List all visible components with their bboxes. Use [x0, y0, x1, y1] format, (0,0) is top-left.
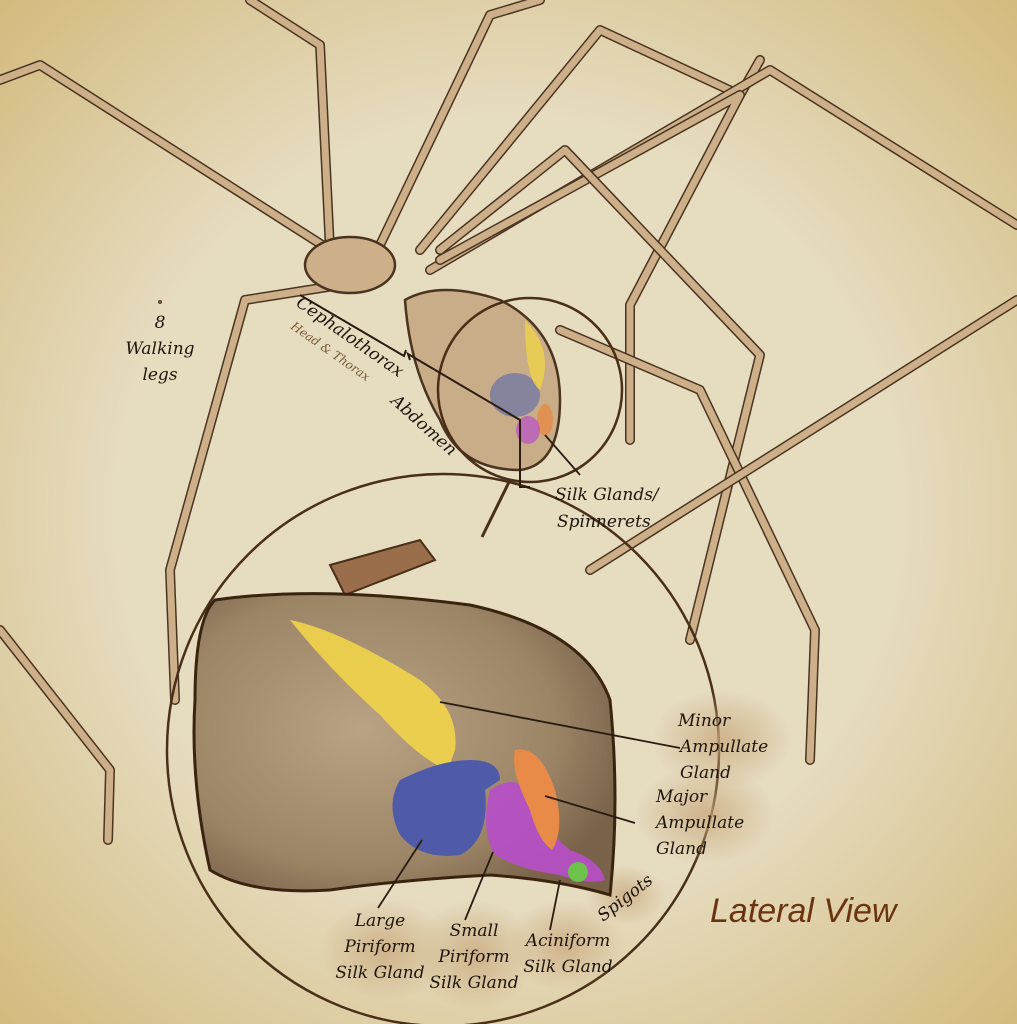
- svg-text:8: 8: [155, 313, 166, 333]
- svg-text:Large: Large: [354, 911, 406, 931]
- svg-text:legs: legs: [142, 365, 177, 385]
- diagram-title: Lateral View: [710, 892, 899, 930]
- svg-text:Silk Glands/: Silk Glands/: [555, 485, 661, 505]
- legs-label: 8 Walking legs: [125, 300, 195, 385]
- zoom-circle-small: [436, 296, 624, 484]
- svg-text:Ampullate: Ampullate: [678, 737, 768, 757]
- svg-text:Piriform: Piriform: [437, 947, 509, 967]
- label-backgrounds: [320, 690, 792, 1010]
- aciniform-label: Aciniform Silk Gland: [523, 931, 612, 977]
- minor-ampullate-label: Minor Ampullate Gland: [677, 711, 768, 783]
- svg-text:Silk Gland: Silk Gland: [429, 973, 518, 993]
- svg-text:Gland: Gland: [680, 763, 731, 783]
- abdomen-lateral-view: [192, 538, 617, 897]
- svg-text:Spinnerets: Spinnerets: [557, 512, 651, 532]
- spider-legs: [0, 0, 1017, 845]
- large-piriform-label: Large Piriform Silk Gland: [335, 911, 424, 983]
- leader-lines: [377, 434, 681, 931]
- aciniform-gland: [568, 862, 588, 882]
- large-piriform-gland: [392, 760, 500, 856]
- svg-text:Ampullate: Ampullate: [654, 813, 744, 833]
- body-bracket: [299, 294, 530, 488]
- svg-text:Small: Small: [450, 921, 499, 941]
- svg-text:Silk Gland: Silk Gland: [335, 963, 424, 983]
- minor-ampullate-gland: [290, 620, 456, 770]
- svg-text:Major: Major: [655, 787, 708, 807]
- major-ampullate-gland: [514, 749, 560, 850]
- svg-text:Walking: Walking: [125, 339, 194, 359]
- small-piriform-label: Small Piriform Silk Gland: [429, 921, 518, 993]
- zoom-connector: [480, 479, 512, 538]
- svg-text:Silk Gland: Silk Gland: [523, 957, 612, 977]
- major-ampullate-label: Major Ampullate Gland: [654, 787, 744, 859]
- svg-text:Aciniform: Aciniform: [524, 931, 610, 951]
- svg-text:Gland: Gland: [656, 839, 707, 859]
- svg-text:Piriform: Piriform: [343, 937, 415, 957]
- silk-glands-label: Silk Glands/ Spinnerets: [555, 485, 661, 532]
- svg-text:Minor: Minor: [677, 711, 731, 731]
